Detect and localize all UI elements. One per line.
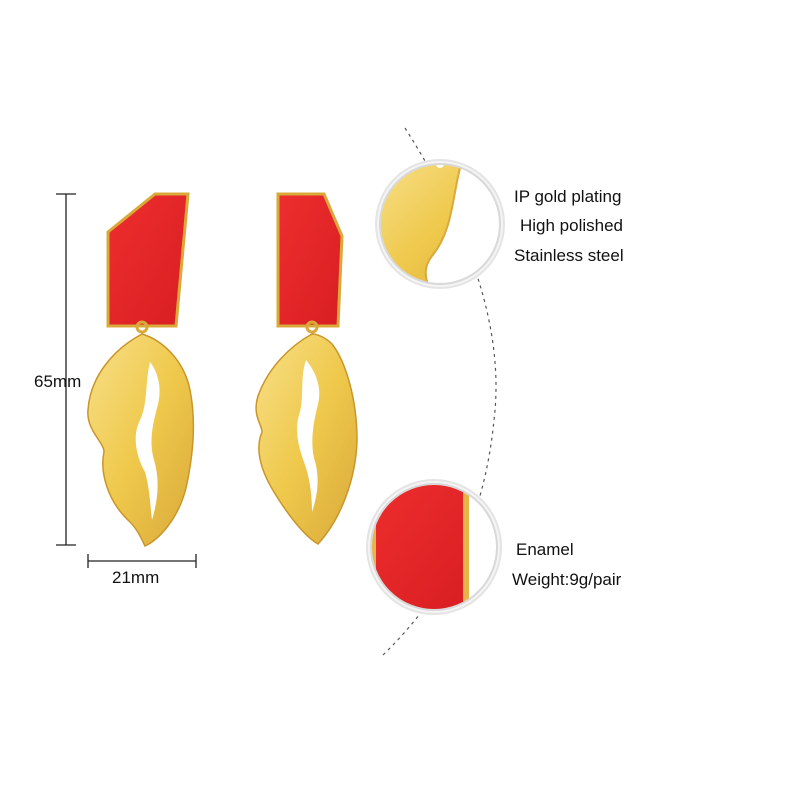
left-lip-cutout: [135, 362, 160, 520]
feature-ip-gold-plating: IP gold plating: [514, 187, 622, 206]
left-earring: [87, 192, 195, 547]
feature-enamel: Enamel: [516, 540, 574, 559]
detail-circle-enamel: [366, 479, 502, 615]
height-dimension: [56, 193, 76, 546]
right-lip-cutout: [297, 360, 320, 512]
right-enamel-top: [276, 192, 344, 328]
feature-high-polished: High polished: [520, 216, 624, 235]
feature-stainless-steel: Stainless steel: [514, 246, 624, 265]
left-jump-ring: [135, 320, 149, 334]
width-dimension: [87, 554, 197, 568]
feature-weight: Weight:9g/pair: [512, 570, 622, 589]
left-enamel-top: [106, 192, 190, 328]
detail-circle-gold: [375, 159, 505, 289]
height-label: 65mm: [34, 372, 82, 391]
right-jump-ring: [305, 320, 319, 334]
right-earring: [255, 192, 358, 545]
width-label: 21mm: [112, 568, 160, 587]
